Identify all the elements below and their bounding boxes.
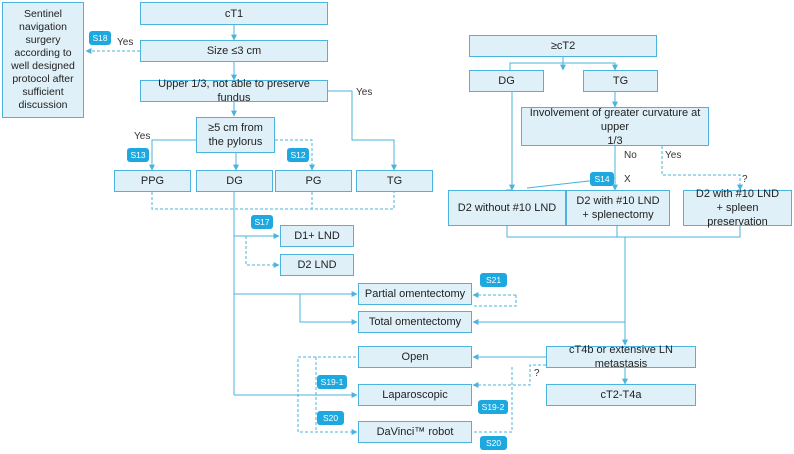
box-ct2-t4a: cT2-T4a [546, 384, 696, 406]
box-open: Open [358, 346, 472, 368]
box-d2-with-10-spleen-preservation: D2 with #10 LND + spleen preservation [683, 188, 792, 228]
box-total-omentectomy: Total omentectomy [358, 311, 472, 333]
label-question-laparoscopic: ? [534, 368, 540, 379]
label-x: X [624, 174, 631, 185]
box-sentinel-navigation: Sentinel navigation surgery according to… [2, 2, 84, 118]
box-pg: PG [275, 170, 352, 192]
tag-s20-right: S20 [480, 436, 507, 450]
box-tg-right: TG [583, 70, 658, 92]
tag-s19-1: S19-1 [317, 375, 347, 389]
tag-s12: S12 [287, 148, 309, 162]
box-laparoscopic: Laparoscopic [358, 384, 472, 406]
tag-s14: S14 [590, 172, 614, 186]
label-yes-sentinel: Yes [117, 37, 134, 48]
label-question-spleen: ? [742, 174, 748, 185]
tag-s18: S18 [89, 31, 111, 45]
box-dg-left: DG [196, 170, 273, 192]
box-ppg: PPG [114, 170, 191, 192]
box-d2-lnd: D2 LND [280, 254, 354, 276]
box-partial-omentectomy: Partial omentectomy [358, 283, 472, 305]
tag-s21: S21 [480, 273, 507, 287]
box-pylorus-distance: ≥5 cm from the pylorus [196, 117, 275, 153]
box-ct1: cT1 [140, 2, 328, 25]
label-no: No [624, 150, 637, 161]
box-tg-left: TG [356, 170, 433, 192]
box-d1plus-lnd: D1+ LND [280, 225, 354, 247]
box-d2-without-10: D2 without #10 LND [448, 190, 566, 226]
tag-s17: S17 [251, 215, 273, 229]
box-ct2: ≥cT2 [469, 35, 657, 57]
box-dg-right: DG [469, 70, 544, 92]
box-davinci-robot: DaVinci™ robot [358, 421, 472, 443]
box-d2-with-10-splenectomy: D2 with #10 LND + splenectomy [566, 190, 670, 226]
box-size: Size ≤3 cm [140, 40, 328, 62]
label-yes-ppg: Yes [134, 131, 151, 142]
tag-s20-left: S20 [317, 411, 344, 425]
box-ct4b: cT4b or extensive LN metastasis [546, 344, 696, 370]
box-greater-curvature: Involvement of greater curvature at uppe… [521, 107, 709, 147]
tag-s19-2: S19-2 [478, 400, 508, 414]
box-upper-third: Upper 1/3, not able to preserve fundus [140, 78, 328, 104]
tag-s13: S13 [127, 148, 149, 162]
label-yes-greater-curvature: Yes [665, 150, 682, 161]
label-yes-upper: Yes [356, 87, 373, 98]
